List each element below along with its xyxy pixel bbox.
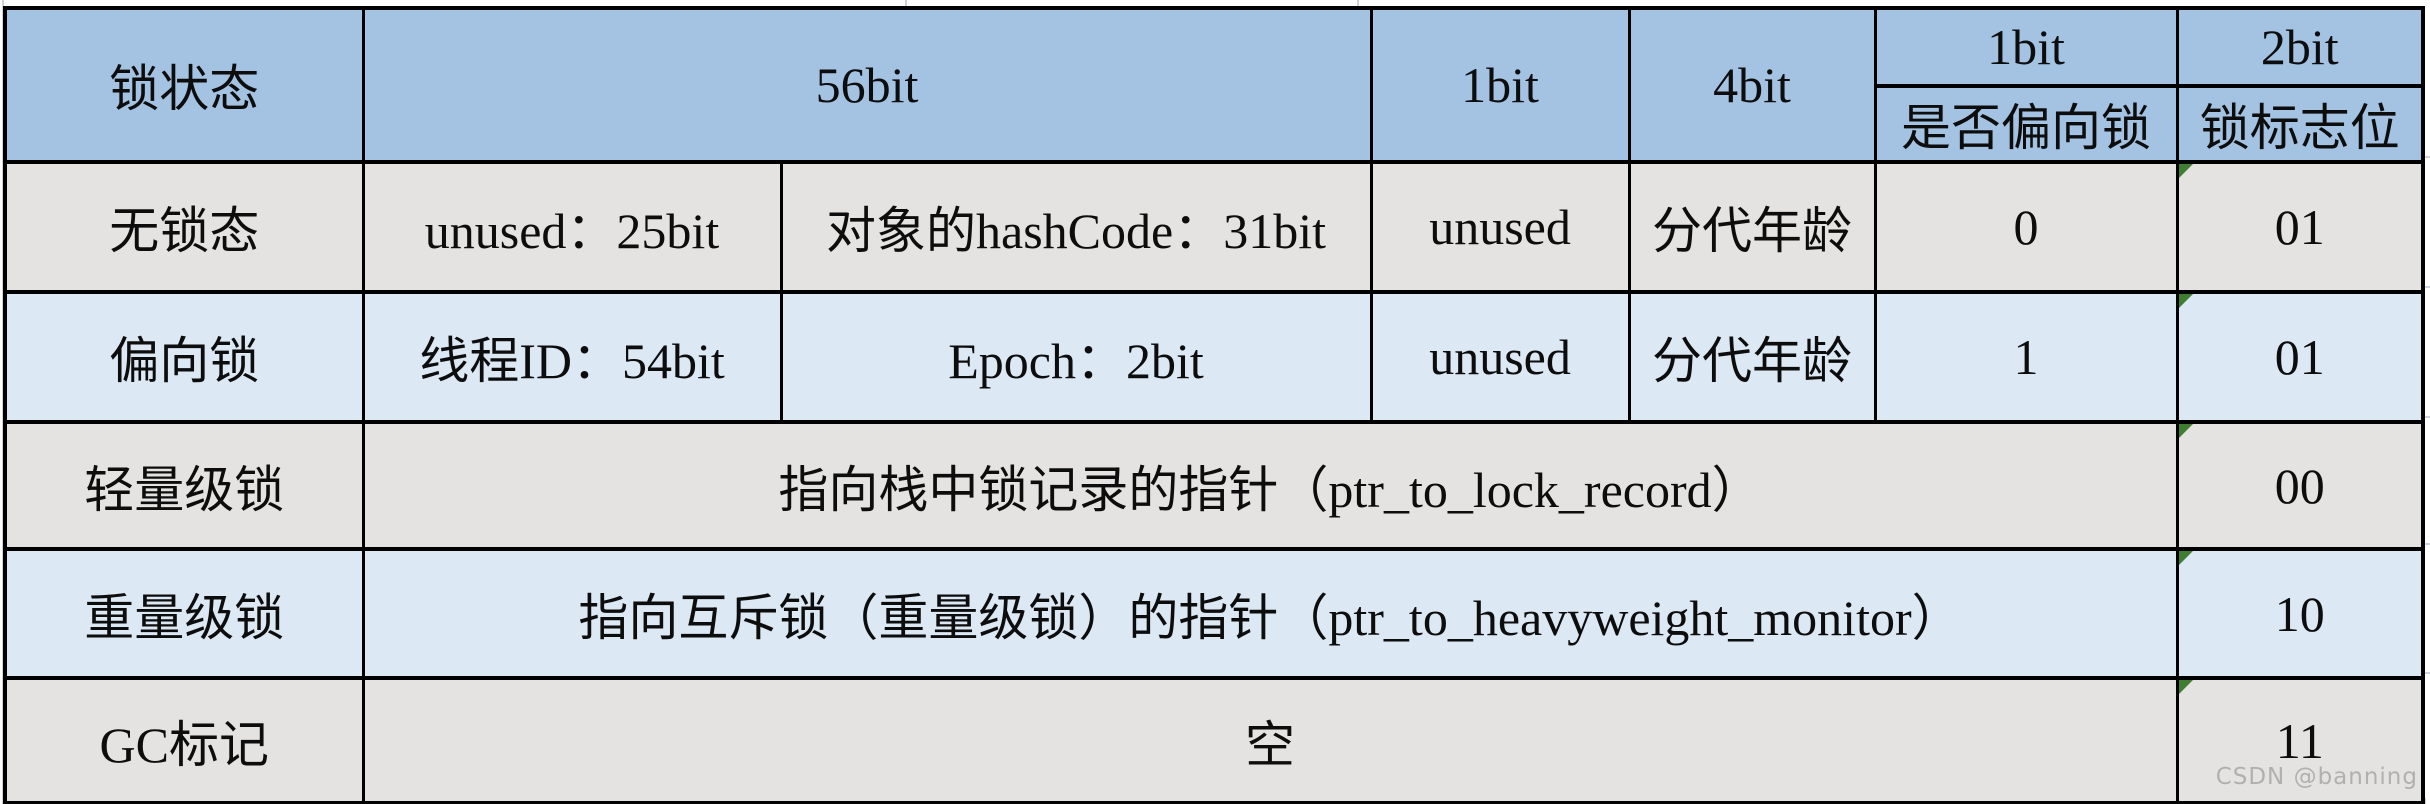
cell-pointer: 指向栈中锁记录的指针（ptr_to_lock_record） (361, 420, 2179, 551)
sheet-gridline (2421, 286, 2430, 288)
csdn-watermark: CSDN @banning (2215, 764, 2418, 790)
cell-corner-marker-icon (2180, 166, 2193, 178)
sheet-gridline (905, 0, 907, 7)
table-row: GC标记 空 11 (3, 676, 2425, 804)
sheet-gridline (2421, 672, 2430, 674)
sheet-gridline (2421, 156, 2430, 158)
cell-epoch-2bit: Epoch：2bit (779, 290, 1373, 424)
cell-lock-flag: 10 (2175, 547, 2425, 680)
lock-flag-value: 10 (2274, 585, 2325, 642)
mark-word-table: 锁状态 56bit 1bit 4bit 1bit 2bit 是否偏向锁 锁标志位… (3, 6, 2426, 804)
header-cell-flag-label: 锁标志位 (2175, 84, 2425, 164)
cell-pointer: 指向互斥锁（重量级锁）的指针（ptr_to_heavyweight_monito… (361, 547, 2179, 680)
sheet-gridline (2421, 416, 2430, 418)
lock-flag-value: 01 (2274, 199, 2325, 255)
header-cell-biased-label: 是否偏向锁 (1873, 84, 2179, 164)
cell-corner-marker-icon (2180, 296, 2193, 308)
lock-flag-value: 01 (2274, 329, 2325, 385)
cell-biased-flag: 1 (1873, 290, 2179, 424)
cell-corner-marker-icon (2180, 682, 2193, 694)
table-row: 无锁态 unused：25bit 对象的hashCode：31bit unuse… (3, 160, 2425, 294)
cell-gc-age: 分代年龄 (1627, 290, 1877, 424)
header-cell-flag-bits: 2bit (2175, 6, 2425, 88)
table-row: 重量级锁 指向互斥锁（重量级锁）的指针（ptr_to_heavyweight_m… (3, 547, 2425, 680)
header-cell-1bit: 1bit (1369, 6, 1631, 164)
cell-lock-state: 无锁态 (3, 160, 365, 294)
cell-unused: unused (1369, 160, 1631, 294)
cell-corner-marker-icon (2180, 426, 2193, 438)
lock-flag-value: 11 (2275, 712, 2324, 769)
cell-lock-flag: 00 (2175, 420, 2425, 551)
lock-flag-value: 00 (2274, 457, 2325, 514)
cell-lock-state: 重量级锁 (3, 547, 365, 680)
header-cell-biased-bits: 1bit (1873, 6, 2179, 88)
cell-lock-state: 轻量级锁 (3, 420, 365, 551)
header-cell-4bit: 4bit (1627, 6, 1877, 164)
sheet-gridline (1357, 0, 1359, 7)
cell-unused: unused (1369, 290, 1631, 424)
header-cell-lock-state: 锁状态 (3, 6, 365, 164)
sheet-gridline (2421, 543, 2430, 545)
cell-lock-flag: 01 (2175, 290, 2425, 424)
cell-lock-state: GC标记 (3, 676, 365, 804)
cell-unused-25bit: unused：25bit (361, 160, 783, 294)
cell-gc-age: 分代年龄 (1627, 160, 1877, 294)
cell-empty: 空 (361, 676, 2179, 804)
cell-lock-state: 偏向锁 (3, 290, 365, 424)
cell-biased-flag: 0 (1873, 160, 2179, 294)
table-row: 偏向锁 线程ID：54bit Epoch：2bit unused 分代年龄 1 … (3, 290, 2425, 424)
header-cell-56bit: 56bit (361, 6, 1373, 164)
cell-thread-id-54bit: 线程ID：54bit (361, 290, 783, 424)
cell-corner-marker-icon (2180, 553, 2193, 565)
table-row: 轻量级锁 指向栈中锁记录的指针（ptr_to_lock_record） 00 (3, 420, 2425, 551)
cell-lock-flag: 01 (2175, 160, 2425, 294)
cell-hashcode-31bit: 对象的hashCode：31bit (779, 160, 1373, 294)
cell-lock-flag: 11 (2175, 676, 2425, 804)
